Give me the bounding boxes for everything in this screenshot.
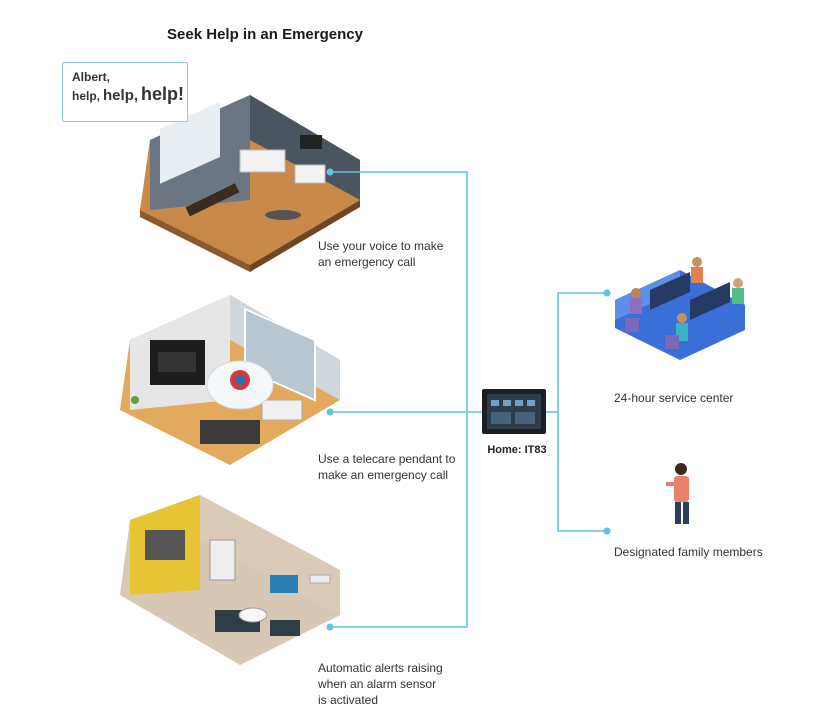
caption-line: when an alarm sensor — [318, 677, 437, 691]
connector-dot — [326, 168, 334, 176]
caption-line: Automatic alerts raising — [318, 661, 443, 675]
connector-dot — [326, 623, 334, 631]
hub-label: Home: IT83 — [487, 444, 547, 456]
service-center-label: 24-hour service center — [614, 391, 734, 405]
caption-line: Use your voice to make — [318, 239, 444, 253]
connector-dots — [326, 168, 611, 631]
caption-voice: Use your voice to make an emergency call — [318, 238, 443, 270]
connector-dot — [603, 527, 611, 535]
service-center-illustration — [615, 257, 745, 360]
caption-line: make an emergency call — [318, 468, 449, 482]
page-title: Seek Help in an Emergency — [167, 26, 363, 43]
caption-sensor: Automatic alerts raising when an alarm s… — [318, 660, 443, 708]
family-members-label: Designated family members — [614, 545, 763, 559]
speech-bubble-name: Albert, — [72, 70, 111, 84]
speech-word: help, — [72, 89, 101, 103]
family-member-illustration — [666, 463, 689, 524]
connector-lines — [330, 171, 607, 628]
caption-line: an emergency call — [318, 255, 416, 269]
caption-line: is activated — [318, 693, 379, 707]
apartment-illustration — [120, 495, 340, 665]
connector-dot — [326, 408, 334, 416]
caption-pendant: Use a telecare pendant to make an emerge… — [318, 451, 455, 483]
hub-device-illustration — [482, 389, 546, 434]
connector-dot — [603, 289, 611, 297]
speech-bubble-cry: help,help,help! — [72, 84, 187, 105]
speech-bubble — [62, 62, 188, 122]
living-room-illustration — [140, 95, 360, 272]
caption-line: Use a telecare pendant to — [318, 452, 456, 466]
speech-word: help! — [141, 84, 185, 104]
tv-room-illustration — [120, 295, 340, 465]
speech-word: help, — [103, 87, 139, 104]
